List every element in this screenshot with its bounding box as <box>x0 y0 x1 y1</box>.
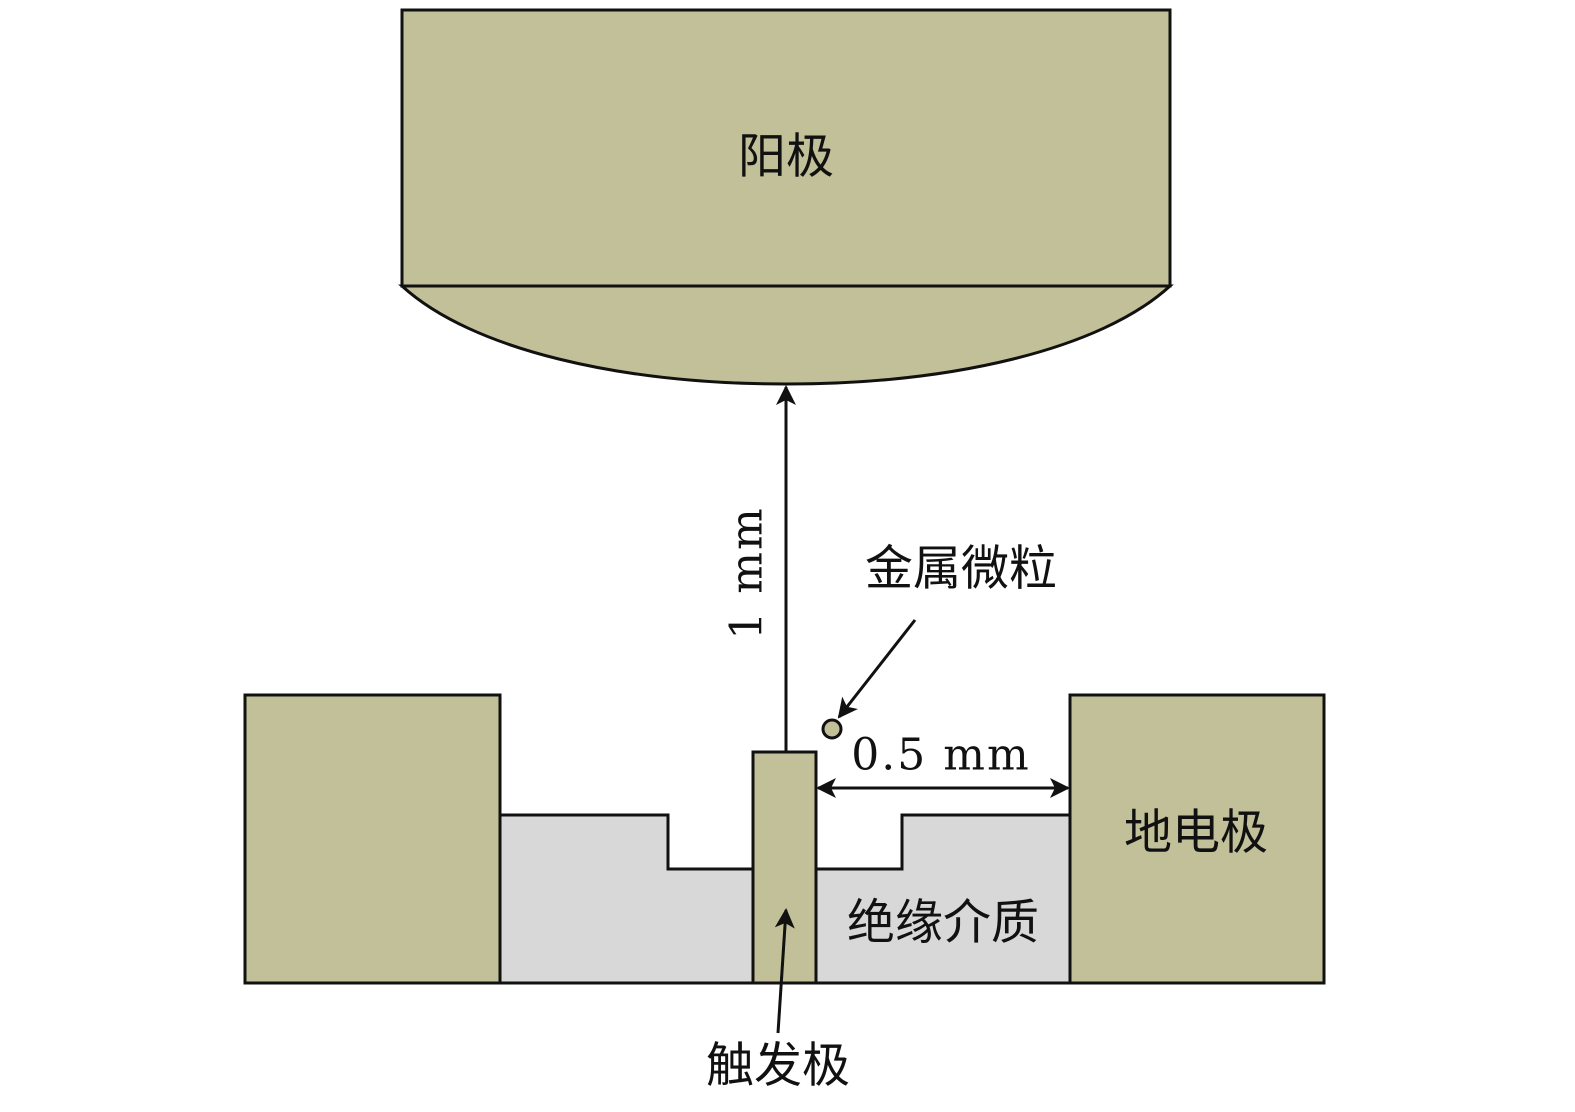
insulating-medium <box>498 813 755 985</box>
anode: 阳极 <box>398 8 1174 386</box>
ground-electrode-label: 地电极 <box>1124 805 1268 861</box>
vertical-gap-label: 1 mm <box>722 506 773 639</box>
trigger-electrode-label: 触发极 <box>706 1038 850 1094</box>
horizontal-gap-label: 0.5 mm <box>851 730 1030 781</box>
left-electrode-block <box>243 693 502 985</box>
anode-label: 阳极 <box>738 129 834 185</box>
metal-particle <box>821 718 843 740</box>
anode-curved-tip <box>398 284 1174 386</box>
insulating-medium-label: 绝缘介质 <box>847 895 1039 951</box>
ground-electrode-body <box>1068 693 1326 985</box>
ground-electrode: 地电极 <box>1068 693 1326 985</box>
trigger-electrode-pointer <box>774 908 795 1034</box>
anode-body <box>400 8 1172 288</box>
metal-particle-pointer <box>837 619 917 719</box>
metal-particle-label: 金属微粒 <box>865 541 1057 597</box>
